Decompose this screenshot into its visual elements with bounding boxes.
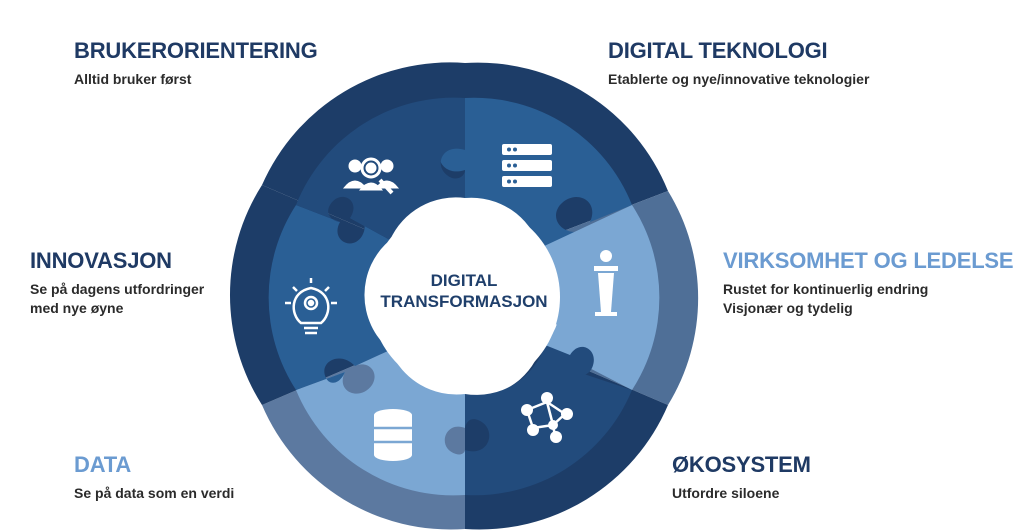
piece-left <box>268 205 390 390</box>
center-label: DIGITAL TRANSFORMASJON <box>366 270 562 312</box>
section-description: Visjonær og tydelig <box>723 300 853 316</box>
section-title: VIRKSOMHET OG LEDELSE <box>723 248 1014 273</box>
network-icon <box>521 392 573 443</box>
section-digital-teknologi: DIGITAL TEKNOLOGI Etablerte og nye/innov… <box>608 38 869 89</box>
piece-top-right <box>439 97 632 248</box>
section-description: Se på dagens utfordringer <box>30 281 205 297</box>
database-icon <box>374 409 412 461</box>
section-description: Alltid bruker først <box>74 71 192 87</box>
users-search-icon <box>342 157 400 195</box>
section-description: Rustet for kontinuerlig endring <box>723 281 929 297</box>
section-title: DATA <box>74 452 132 477</box>
section-title: INNOVASJON <box>30 248 172 273</box>
section-title: DIGITAL TEKNOLOGI <box>608 38 828 63</box>
section-brukerorientering: BRUKERORIENTERING Alltid bruker først <box>74 38 318 89</box>
center-label-line1: DIGITAL <box>430 271 498 290</box>
section-okosystem: ØKOSYSTEM Utfordre siloene <box>672 452 811 503</box>
center-label-line2: TRANSFORMASJON <box>380 292 548 311</box>
piece-right <box>540 205 660 390</box>
section-description: Utfordre siloene <box>672 485 780 501</box>
piece-bottom-right <box>465 345 632 496</box>
server-icon <box>502 144 552 187</box>
section-innovasjon: INNOVASJON Se på dagens utfordringer med… <box>30 248 204 318</box>
section-data: DATA Se på data som en verdi <box>74 452 234 503</box>
inner-pieces <box>268 97 660 496</box>
section-description: med nye øyne <box>30 300 124 316</box>
lightbulb-gear-icon <box>285 278 337 335</box>
section-virksomhet-og-ledelse: VIRKSOMHET OG LEDELSE Rustet for kontinu… <box>723 248 1014 318</box>
section-description: Se på data som en verdi <box>74 485 235 501</box>
podium-icon <box>594 250 618 316</box>
section-title: BRUKERORIENTERING <box>74 38 318 63</box>
section-description: Etablerte og nye/innovative teknologier <box>608 71 870 87</box>
section-title: ØKOSYSTEM <box>672 452 811 477</box>
center-circle <box>370 202 560 392</box>
